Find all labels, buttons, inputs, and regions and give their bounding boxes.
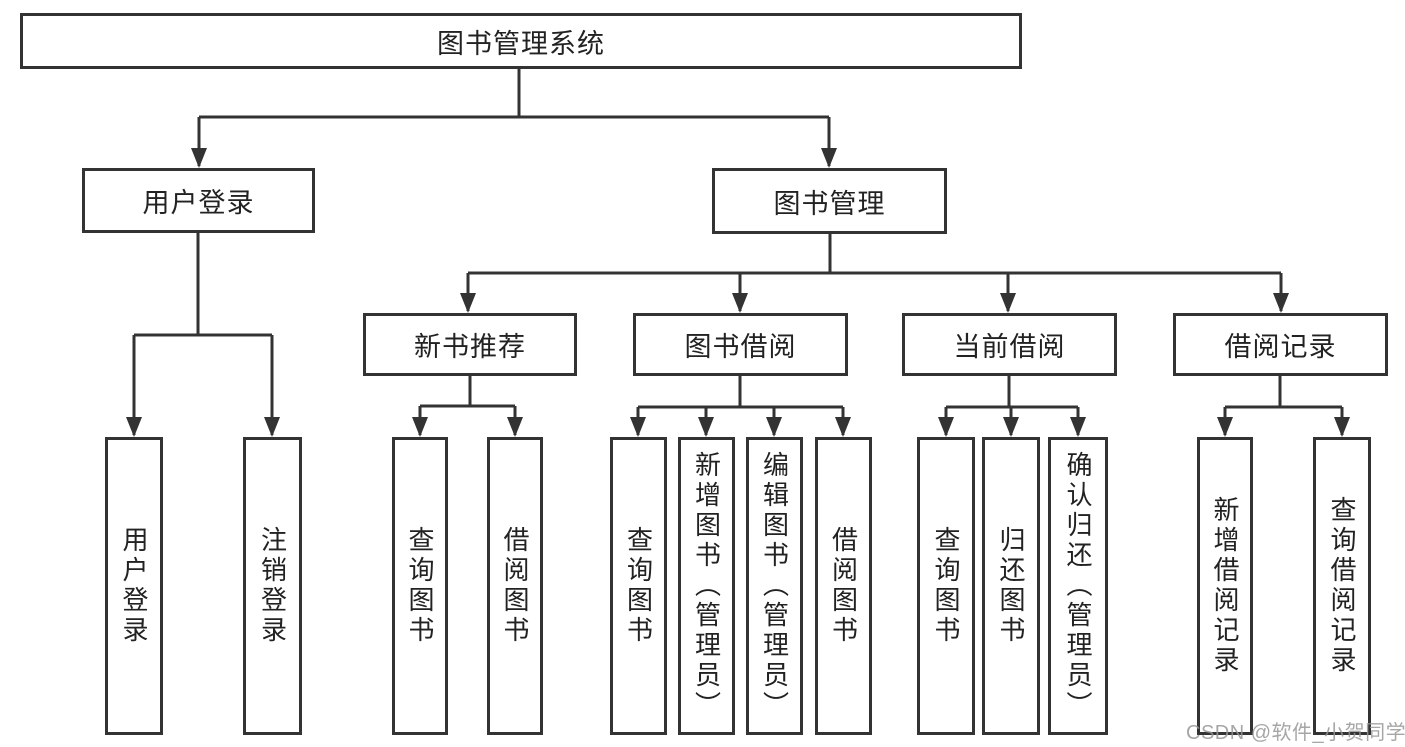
connector-new-book-trunk: [420, 376, 515, 408]
leaf-add-book-admin: 新增图书（管理员）: [678, 437, 735, 735]
leaf-label: 确认归还（管理员）: [1063, 451, 1093, 721]
leaf-return-book: 归还图书: [982, 437, 1040, 735]
connector-borrow-records-trunk: [1225, 376, 1342, 409]
node-book-mgmt-branch: 图书管理: [712, 168, 947, 234]
leaf-user-login: 用户登录: [105, 437, 163, 735]
leaf-query-borrow-record: 查询借阅记录: [1313, 437, 1371, 735]
node-book-borrow: 图书借阅: [633, 313, 848, 376]
node-current-borrow: 当前借阅: [902, 313, 1117, 376]
connector-user-login-trunk: [134, 233, 272, 337]
leaf-label: 查询图书: [405, 526, 435, 646]
leaf-label: 查询图书: [623, 526, 654, 646]
node-new-book-recommend: 新书推荐: [363, 313, 577, 376]
leaf-query-books-1: 查询图书: [392, 437, 448, 735]
leaf-label: 新增借阅记录: [1210, 496, 1240, 676]
leaf-label: 借阅图书: [500, 526, 530, 646]
connector-root-trunk: [199, 69, 829, 119]
leaf-borrow-books-1: 借阅图书: [487, 437, 543, 735]
leaf-label: 归还图书: [996, 526, 1026, 646]
leaf-label: 查询借阅记录: [1327, 496, 1357, 676]
leaf-label: 用户登录: [119, 526, 149, 646]
connector-current-borrow-trunk: [946, 376, 1078, 409]
leaf-label: 借阅图书: [828, 526, 859, 646]
node-borrow-records: 借阅记录: [1173, 313, 1388, 376]
connector-book-borrow-trunk: [638, 376, 843, 409]
leaf-edit-book-admin: 编辑图书（管理员）: [746, 437, 803, 735]
leaf-label: 注销登录: [257, 526, 288, 646]
leaf-label: 新增图书（管理员）: [691, 451, 722, 721]
connector-book-mgmt-trunk: [468, 234, 1281, 275]
leaf-confirm-return-admin: 确认归还（管理员）: [1048, 437, 1108, 735]
leaf-query-books-2: 查询图书: [610, 437, 667, 735]
leaf-logout: 注销登录: [243, 437, 302, 735]
leaf-label: 查询图书: [931, 526, 961, 646]
leaf-borrow-books-2: 借阅图书: [815, 437, 872, 735]
leaf-label: 编辑图书（管理员）: [759, 451, 790, 721]
node-user-login-branch: 用户登录: [82, 168, 315, 233]
node-root: 图书管理系统: [20, 13, 1022, 69]
leaf-query-books-3: 查询图书: [917, 437, 975, 735]
watermark: CSDN @软件_小贺同学: [1186, 722, 1405, 744]
leaf-add-borrow-record: 新增借阅记录: [1197, 437, 1253, 735]
